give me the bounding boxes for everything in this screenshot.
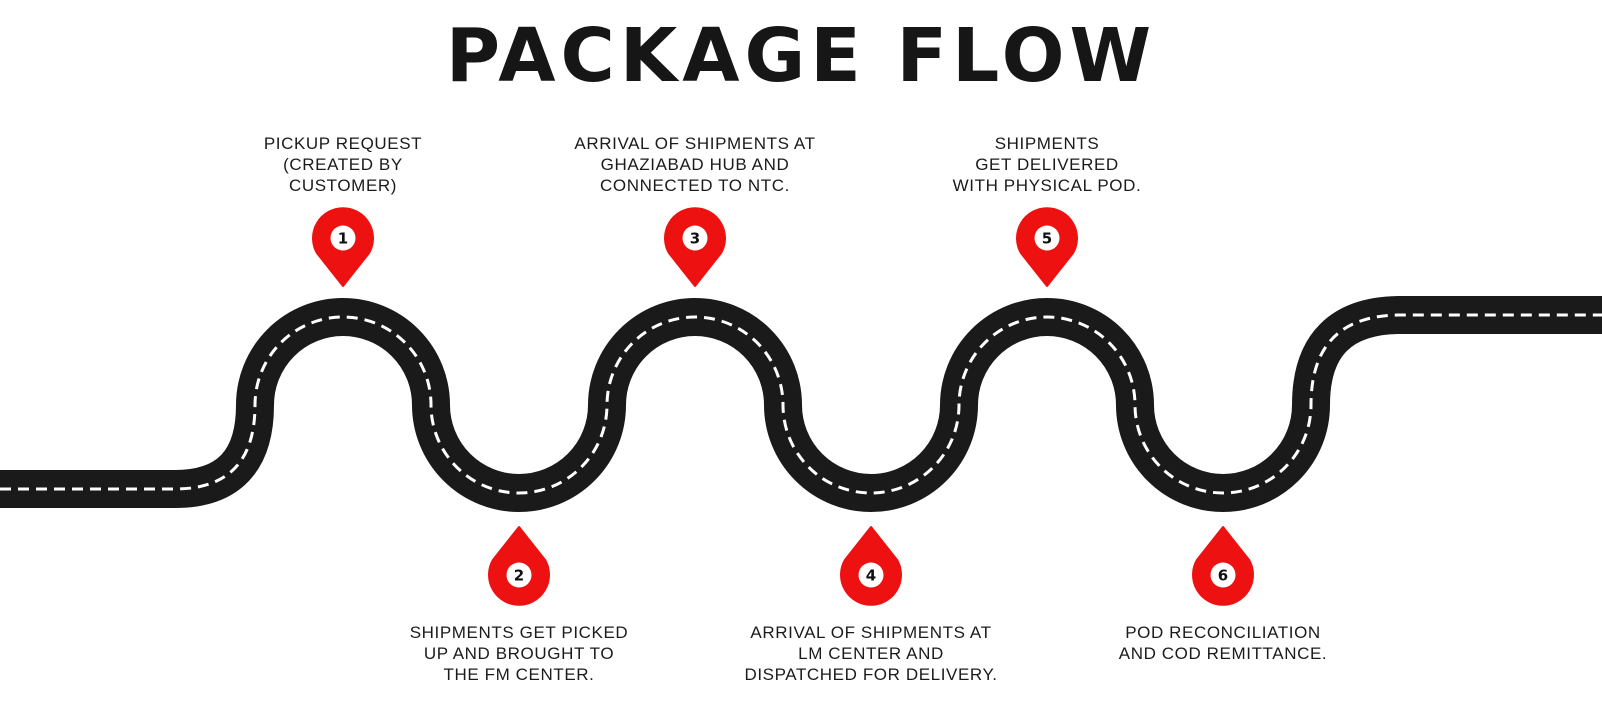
step-description-line: THE FM CENTER. [443,665,595,684]
step-3-description: ARRIVAL OF SHIPMENTS AT GHAZIABAD HUB AND… [545,133,845,196]
pin-center [506,562,532,588]
step-2-pin: 2 [488,526,550,606]
step-2-description: SHIPMENTS GET PICKED UP AND BROUGHT TO THE… [369,622,669,685]
step-6-description: POD RECONCILIATION AND COD REMITTANCE. [1073,622,1373,664]
step-description-line: POD RECONCILIATION [1125,623,1321,642]
step-description-line: SHIPMENTS [994,134,1100,153]
step-description-line: LM CENTER AND [798,644,944,663]
road-center-dashes [0,313,1602,495]
step-description-line: CONNECTED TO NTC. [600,176,790,195]
step-number: 4 [866,567,876,585]
step-description-line: AND COD REMITTANCE. [1118,644,1328,663]
step-number: 5 [1042,230,1052,248]
step-5-description: SHIPMENTS GET DELIVERED WITH PHYSICAL POD. [897,133,1197,196]
pin-center [858,562,884,588]
pin-center [330,225,356,251]
step-number: 6 [1218,567,1228,585]
step-description-line: (CREATED BY [283,155,403,174]
step-description-line: WITH PHYSICAL POD. [952,176,1142,195]
step-description-line: GET DELIVERED [975,155,1119,174]
step-number: 3 [690,230,700,248]
step-1-pin: 1 [312,207,374,287]
pin-center [1034,225,1060,251]
step-number: 2 [514,567,524,585]
step-3-pin: 3 [664,207,726,287]
step-description-line: UP AND BROUGHT TO [423,644,615,663]
step-4-description: ARRIVAL OF SHIPMENTS AT LM CENTER AND DISP… [721,622,1021,685]
step-description-line: DISPATCHED FOR DELIVERY. [744,665,998,684]
step-description-line: ARRIVAL OF SHIPMENTS AT [750,623,992,642]
step-number: 1 [338,230,348,248]
step-description-line: ARRIVAL OF SHIPMENTS AT [574,134,816,153]
page-title: PACKAGE FLOW [445,13,1157,99]
step-description-line: GHAZIABAD HUB AND [600,155,790,174]
step-6-pin: 6 [1192,526,1254,606]
step-5-pin: 5 [1016,207,1078,287]
step-description-line: SHIPMENTS GET PICKED [409,623,629,642]
step-description-line: PICKUP REQUEST [263,134,423,153]
pin-center [682,225,708,251]
step-1-description: PICKUP REQUEST (CREATED BY CUSTOMER) [193,133,493,196]
pin-center [1210,562,1236,588]
step-4-pin: 4 [840,526,902,606]
step-description-line: CUSTOMER) [288,176,398,195]
road-surface [0,296,1602,512]
